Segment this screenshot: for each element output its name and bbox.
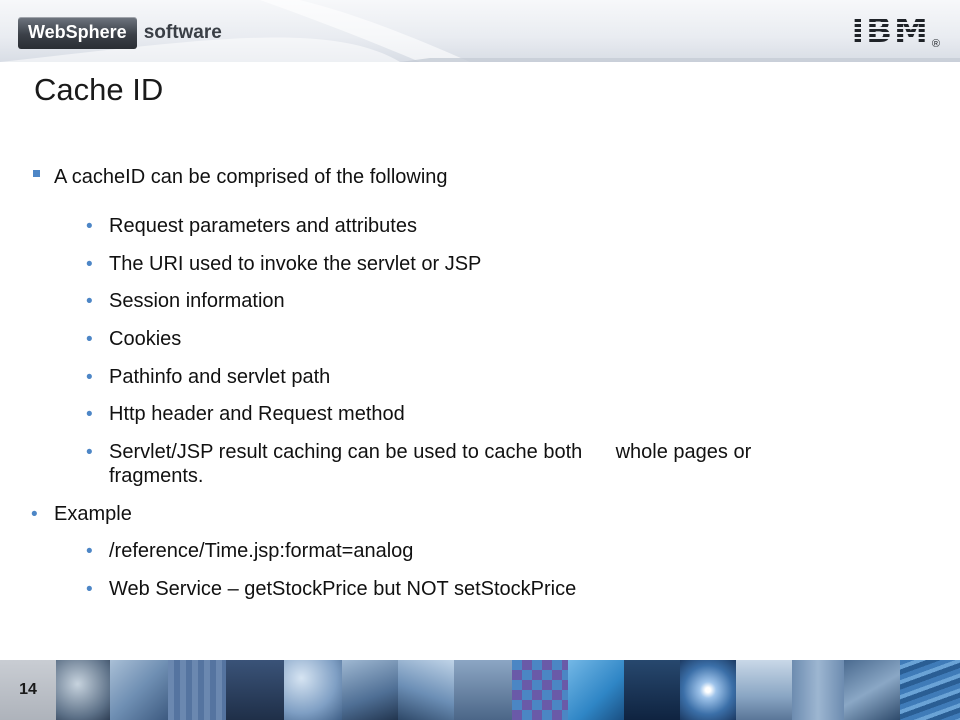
page-title: Cache ID	[34, 72, 164, 107]
list-item: Servlet/JSP result caching can be used t…	[109, 441, 752, 463]
footer-photo-tile	[844, 660, 900, 720]
header-swoosh-decoration	[0, 0, 960, 62]
example-heading: Example	[54, 503, 132, 525]
intro-text: A cacheID can be comprised of the follow…	[54, 166, 448, 188]
footer-photo-tile	[398, 660, 454, 720]
list-item: Http header and Request method	[109, 403, 405, 425]
bullet-icon: •	[86, 442, 93, 463]
footer-photo-tile	[624, 660, 680, 720]
ibm-wordmark: IBM	[851, 11, 930, 51]
footer-photo-tile	[792, 660, 844, 720]
footer-photo-tile	[56, 660, 110, 720]
websphere-badge: WebSphere	[18, 17, 137, 49]
footer-photo-tile	[342, 660, 398, 720]
bullet-icon: •	[86, 329, 93, 350]
footer-photo-tile	[512, 660, 568, 720]
footer-photo-strip: 14	[0, 660, 960, 720]
footer-photo-tile	[454, 660, 512, 720]
footer-photo-tile	[110, 660, 168, 720]
example-item: /reference/Time.jsp:format=analog	[109, 540, 414, 562]
registered-mark: ®	[931, 38, 940, 50]
list-item: Session information	[109, 290, 285, 312]
header-bar: WebSphere software IBM ®	[0, 0, 960, 62]
list-item: Pathinfo and servlet path	[109, 366, 331, 388]
bullet-icon: •	[86, 404, 93, 425]
footer-photo-tile	[168, 660, 226, 720]
bullet-icon: •	[86, 216, 93, 237]
software-label: software	[143, 22, 222, 43]
list-item: Request parameters and attributes	[109, 215, 417, 237]
bullet-icon: •	[86, 367, 93, 388]
footer-photo-tile	[900, 660, 960, 720]
footer-photo-tile	[680, 660, 736, 720]
websphere-software-logo: WebSphere software	[18, 16, 222, 50]
bullet-icon: •	[86, 254, 93, 275]
list-item: Cookies	[109, 328, 182, 350]
footer-photo-tile	[226, 660, 284, 720]
footer-photo-tile	[736, 660, 792, 720]
bullet-icon: •	[31, 504, 38, 525]
example-item: Web Service – getStockPrice but NOT setS…	[109, 578, 577, 600]
footer-photo-tile	[568, 660, 624, 720]
footer-photo-tile	[284, 660, 342, 720]
square-bullet-icon	[33, 170, 40, 177]
ibm-logo: IBM ®	[851, 14, 940, 50]
bullet-icon: •	[86, 291, 93, 312]
list-item: The URI used to invoke the servlet or JS…	[109, 253, 482, 275]
bullet-icon: •	[86, 541, 93, 562]
bullet-icon: •	[86, 579, 93, 600]
page-number: 14	[0, 660, 56, 720]
list-item-continuation: fragments.	[109, 465, 204, 487]
